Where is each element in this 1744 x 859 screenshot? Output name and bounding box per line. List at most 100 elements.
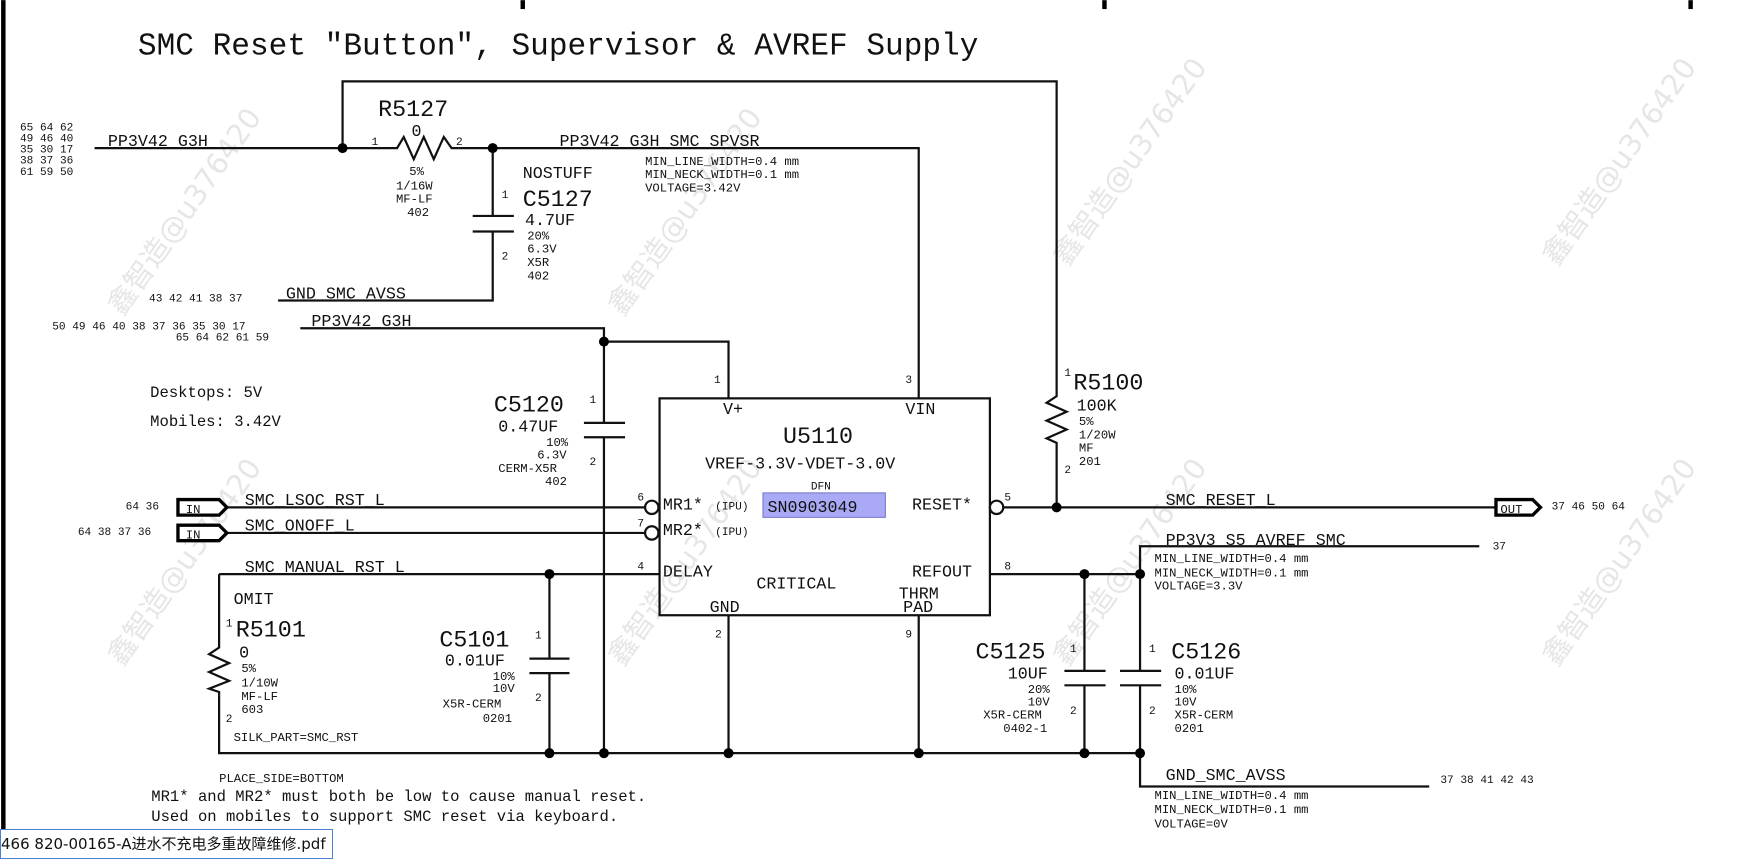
net-smc-manual-rst-l: SMC_MANUAL_RST_L	[245, 559, 405, 578]
spec: 402	[407, 206, 429, 220]
package: DFN	[811, 482, 831, 494]
spec: 0402-1	[1003, 722, 1047, 736]
spec: X5R-CERM	[1175, 709, 1234, 723]
xref: 37	[1493, 542, 1506, 554]
pin-label: VIN	[905, 401, 935, 420]
spec: 402	[527, 269, 549, 283]
net-prop: MIN_NECK_WIDTH=0.1 mm	[1155, 566, 1309, 580]
pin-number: 6	[637, 493, 644, 505]
spec: 402	[545, 475, 567, 489]
net-smc-reset-l: SMC_RESET_L	[1166, 492, 1276, 511]
spec: 603	[241, 703, 263, 717]
net-prop: VOLTAGE=3.42V	[645, 181, 741, 195]
spec: 10%	[546, 436, 569, 450]
ic-u5110: U5110 VREF-3.3V-VDET-3.0V DFN SN0903049 …	[637, 375, 1011, 642]
ref-designator: U5110	[783, 425, 853, 451]
watermark: 鑫智造@u376420	[601, 452, 769, 672]
page-title: SMC Reset "Button", Supervisor & AVREF S…	[138, 30, 979, 65]
spec: 1/20W	[1079, 428, 1116, 442]
capacitor-c5127: NOSTUFF C5127 4.7UF 1 2 20% 6.3V X5R 402	[472, 165, 593, 283]
pin-label: (IPU)	[715, 527, 748, 539]
part-number: SN0903049	[767, 499, 857, 518]
pdf-file-tab[interactable]: 466 820-00165-A进水不充电多重故障维修.pdf	[0, 829, 333, 859]
xref: 38 37 36	[20, 156, 73, 168]
value: 10UF	[1008, 666, 1048, 685]
spec: 5%	[409, 165, 424, 179]
spec: 0201	[1175, 722, 1204, 736]
pin-number: 2	[535, 693, 542, 705]
note-place-side: PLACE_SIDE=BOTTOM	[219, 772, 344, 786]
xref: 65 64 62	[20, 122, 73, 134]
watermark: 鑫智造@u376420	[1046, 52, 1214, 272]
spec: 6.3V	[527, 243, 557, 257]
value: 0	[412, 123, 422, 142]
junctions	[337, 143, 1146, 759]
spec: 0201	[483, 712, 512, 726]
net-prop: MIN_LINE_WIDTH=0.4 mm	[1155, 789, 1309, 803]
pin-label: REFOUT	[912, 563, 972, 582]
port-in-onoff: IN	[176, 523, 230, 543]
xref: 49 46 40	[20, 133, 73, 145]
spec: MF-LF	[241, 690, 278, 704]
xref: 43 42 41 38 37	[149, 294, 242, 306]
pin-label: MR2*	[663, 522, 703, 541]
spec: 20%	[1028, 683, 1051, 697]
value: 0.47UF	[498, 419, 558, 438]
spec: 10V	[493, 682, 516, 696]
value: VREF-3.3V-VDET-3.0V	[705, 455, 895, 474]
note-desktops: Desktops: 5V	[150, 384, 263, 402]
pin-number: 5	[1004, 493, 1011, 505]
spec: 201	[1079, 455, 1101, 469]
part-number-highlight	[762, 492, 886, 518]
resistor-r5100: R5100 100K 1 2 5% 1/20W MF 201	[1043, 368, 1143, 477]
net-pp3v42-g3h: PP3V42_G3H	[311, 313, 411, 332]
xref: 65 64 62 61 59	[176, 333, 269, 345]
pin-number: 4	[637, 562, 644, 574]
xref: 35 30 17	[20, 145, 73, 157]
pin-label: THRM	[899, 586, 939, 605]
pin-number: 7	[637, 518, 644, 530]
xref: 50 49 46 40 38 37 36 35 30 17	[52, 321, 245, 333]
capacitor-c5120: C5120 0.47UF 1 2 10% 6.3V CERM-X5R 402	[494, 394, 626, 489]
net-pp3v42-g3h: PP3V42_G3H	[108, 133, 208, 152]
net-pp3v3-s5-avref-smc: PP3V3_S5_AVREF_SMC	[1166, 532, 1346, 551]
net-smc-lsoc-rst-l: SMC_LSOC_RST_L	[245, 492, 385, 511]
spec: MF-LF	[396, 193, 433, 207]
pin-number: 1	[1149, 644, 1156, 656]
watermark: 鑫智造@u376420	[1535, 52, 1703, 272]
flag-label: OUT	[1500, 503, 1522, 517]
spec: 10V	[1028, 695, 1051, 709]
xref: 37 38 41 42 43	[1440, 775, 1533, 787]
pin-number: 1	[1064, 368, 1071, 380]
value: 4.7UF	[525, 212, 575, 231]
pin-label: MR1*	[663, 497, 703, 516]
spec: 10%	[493, 670, 516, 684]
note-used: Used on mobiles to support SMC reset via…	[151, 808, 618, 826]
spec: 1/16W	[396, 179, 433, 193]
ref-designator: R5127	[378, 98, 448, 124]
resistor-r5127: R5127 0 1 2 5% 1/16W MF-LF 402	[371, 98, 462, 220]
value: 100K	[1077, 398, 1117, 417]
net-prop: MIN_LINE_WIDTH=0.4 mm	[1155, 552, 1309, 566]
value: 0.01UF	[445, 652, 505, 671]
pin-number: 2	[1149, 706, 1156, 718]
pin-number: 1	[1070, 644, 1077, 656]
pin-number: 2	[1070, 706, 1077, 718]
capacitor-c5125: C5125 10UF 1 2 20% 10V X5R-CERM 0402-1	[975, 641, 1106, 736]
pin-number: 2	[502, 251, 509, 263]
sheet-frame	[1, 0, 1693, 859]
ref-designator: C5125	[975, 641, 1045, 667]
net-prop: VOLTAGE=3.3V	[1155, 580, 1244, 594]
pin-number: 2	[456, 137, 463, 149]
pin-label: GND	[710, 599, 740, 618]
port-in-lsoc: IN	[176, 497, 230, 517]
xref: 64 36	[126, 502, 159, 514]
pin-number: 2	[715, 629, 722, 641]
net-prop: MIN_NECK_WIDTH=0.1 mm	[1155, 803, 1309, 817]
pin-label: V+	[723, 401, 743, 420]
nostuff-note: NOSTUFF	[523, 165, 593, 184]
pin-number: 3	[905, 375, 912, 387]
pin-number: 2	[1064, 465, 1071, 477]
pin-number: 1	[535, 631, 542, 643]
